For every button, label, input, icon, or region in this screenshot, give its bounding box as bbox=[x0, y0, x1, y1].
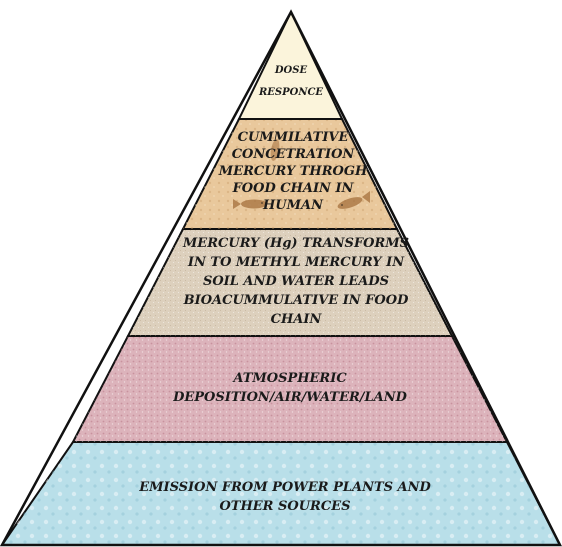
fish-icon bbox=[270, 139, 280, 161]
pyramid-outline bbox=[0, 9, 562, 547]
tier-2-texture bbox=[73, 336, 507, 442]
tier-4-label: CUMMILATIVE CONCETRATION MERCURY THROGH … bbox=[218, 129, 368, 213]
tier-5-band bbox=[237, 9, 344, 120]
tier-3-label: MERCURY (Hg) TRANSFORMS IN TO METHYL MER… bbox=[182, 235, 410, 327]
tier-3-texture bbox=[128, 229, 452, 336]
tier-5-label: DOSE RESPONCE bbox=[258, 65, 324, 98]
fish-icon bbox=[233, 199, 267, 209]
tier-1-label: EMISSION FROM POWER PLANTS AND OTHER SOU… bbox=[139, 480, 431, 514]
tier-2-label: ATMOSPHERIC DEPOSITION/AIR/WATER/LAND bbox=[173, 371, 407, 405]
tier-1-texture bbox=[2, 442, 560, 545]
fish-icon bbox=[337, 191, 370, 209]
